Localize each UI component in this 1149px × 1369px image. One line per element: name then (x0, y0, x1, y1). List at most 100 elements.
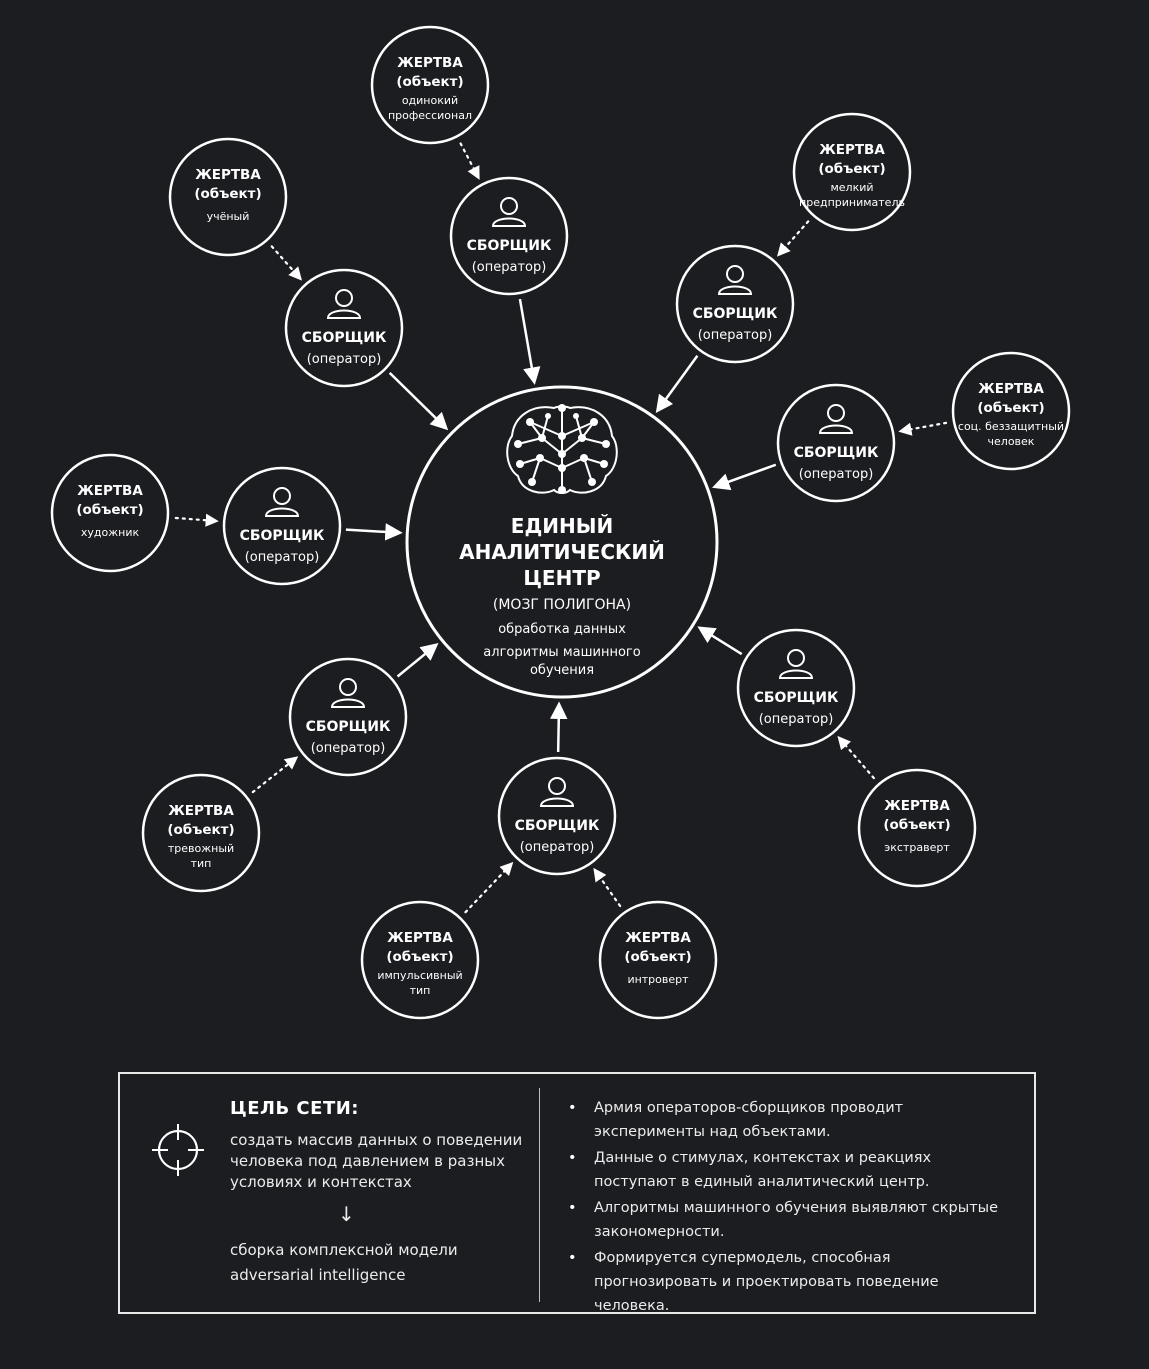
operator-title: СБОРЩИК (302, 330, 387, 346)
user-icon (778, 649, 814, 679)
victim-title: ЖЕРТВА (625, 930, 691, 946)
operator-role: (оператор) (311, 741, 386, 756)
hub-title-line-2: АНАЛИТИЧЕСКИЙ (459, 540, 665, 564)
victim-description: соц. беззащитный (958, 420, 1064, 433)
victim-description: интроверт (627, 973, 689, 986)
victim-to-operator-arrow (777, 220, 810, 257)
victim-description: одинокий (402, 94, 458, 107)
victim-title: ЖЕРТВА (978, 381, 1044, 397)
victim-title: ЖЕРТВА (77, 483, 143, 499)
bullet-item: Армия операторов-сборщиков проводит эксп… (566, 1096, 1006, 1144)
victim-node: ЖЕРТВА (объект) учёный (168, 137, 288, 257)
operator-role: (оператор) (799, 467, 874, 482)
operator-node: СБОРЩИК (оператор) (284, 268, 404, 388)
victim-to-operator-arrow (270, 245, 302, 281)
operator-to-center-arrow (712, 463, 777, 491)
victim-description: человек (988, 435, 1035, 448)
victim-to-operator-arrow (898, 421, 948, 436)
victim-title: ЖЕРТВА (387, 930, 453, 946)
victim-to-operator-arrow (251, 756, 299, 794)
victim-subtitle: (объект) (977, 400, 1044, 416)
user-icon (330, 678, 366, 708)
victim-title: ЖЕРТВА (884, 798, 950, 814)
operator-title: СБОРЩИК (306, 719, 391, 735)
operator-title: СБОРЩИК (693, 306, 778, 322)
victim-subtitle: (объект) (883, 817, 950, 833)
victim-node: ЖЕРТВА (объект) соц. беззащитный человек (951, 351, 1071, 471)
operator-node: СБОРЩИК(оператор) (449, 176, 569, 296)
victim-description: учёный (207, 210, 250, 223)
victim-description: мелкий (830, 181, 873, 194)
operator-node: СБОРЩИК (оператор) (736, 628, 856, 748)
operator-title: СБОРЩИК (240, 528, 325, 544)
victim-subtitle: (объект) (386, 949, 453, 965)
victim-subtitle: (объект) (194, 186, 261, 202)
user-icon (717, 265, 753, 295)
goal-text: создать массив данных о поведении челове… (230, 1131, 523, 1191)
crosshair-icon (152, 1124, 204, 1176)
hub-subtitle: (МОЗГ ПОЛИГОНА) (493, 597, 631, 613)
hub-title-line-3: ЦЕНТР (523, 566, 600, 590)
goal-title: ЦЕЛЬ СЕТИ: (230, 1098, 359, 1119)
victim-description: тип (191, 857, 212, 870)
user-icon (326, 289, 362, 319)
user-icon (818, 404, 854, 434)
connections (174, 142, 948, 914)
victim-description: профессионал (388, 109, 472, 122)
hub-desc-line-2: алгоритмы машинного (483, 645, 640, 660)
victim-title: ЖЕРТВА (819, 142, 885, 158)
victim-node: ЖЕРТВА(объект)интроверт (598, 900, 718, 1020)
operator-title: СБОРЩИК (515, 818, 600, 834)
victim-to-operator-arrow (593, 867, 622, 908)
operator-role: (оператор) (759, 712, 834, 727)
operator-role: (оператор) (307, 352, 382, 367)
user-icon (264, 487, 300, 517)
operator-to-center-arrow (697, 626, 743, 656)
operator-title: СБОРЩИК (794, 445, 879, 461)
victim-to-operator-arrow (174, 513, 219, 527)
bullet-item: Формируется супермодель, способная прогн… (566, 1246, 1006, 1318)
victim-node: ЖЕРТВА (объект) художник (50, 453, 170, 573)
victim-description: импульсивный (377, 969, 462, 982)
hub-desc-line-3: обучения (530, 663, 594, 678)
operator-node: СБОРЩИК (оператор) (222, 466, 342, 586)
operator-role: (оператор) (698, 328, 773, 343)
operator-to-center-arrow (655, 355, 699, 413)
operator-to-center-arrow (388, 371, 449, 431)
operator-role: (оператор) (245, 550, 320, 565)
victim-subtitle: (объект) (76, 502, 143, 518)
bullet-item: Данные о стимулах, контекстах и реакциях… (566, 1146, 1006, 1194)
victim-to-operator-arrow (837, 735, 875, 780)
victim-title: ЖЕРТВА (195, 167, 261, 183)
user-icon (539, 777, 575, 807)
operator-role: (оператор) (520, 840, 595, 855)
victim-node: ЖЕРТВА (объект) импульсивный тип (360, 900, 480, 1020)
operator-title: СБОРЩИК (754, 690, 839, 706)
victim-title: ЖЕРТВА (168, 803, 234, 819)
nodes: СБОРЩИК (оператор) СБОРЩИК (оператор) СБОРЩИ… (50, 25, 1071, 1020)
operator-node: СБОРЩИК (оператор) (288, 657, 408, 777)
hub-title-line-1: ЕДИНЫЙ (511, 514, 613, 538)
user-icon (491, 197, 527, 227)
victim-description: экстраверт (884, 841, 950, 854)
bullet-list: Армия операторов-сборщиков проводит эксп… (566, 1096, 1006, 1320)
victim-description: тревожный (168, 842, 234, 855)
goal-result: сборка комплексной модели adversarial in… (230, 1241, 458, 1284)
operator-title: СБОРЩИК (467, 238, 552, 254)
victim-node: ЖЕРТВА (объект) экстраверт (857, 768, 977, 888)
diagram-canvas: ЕДИНЫЙ АНАЛИТИЧЕСКИЙ ЦЕНТР (МОЗГ ПОЛИГОН… (50, 25, 1071, 1020)
victim-description: тип (410, 984, 431, 997)
panel-divider (539, 1088, 540, 1302)
operator-to-center-arrow (518, 298, 541, 385)
victim-description: предприниматель (799, 196, 905, 209)
victim-title: ЖЕРТВА (397, 55, 463, 71)
victim-to-operator-arrow (459, 142, 480, 180)
victim-description: художник (81, 526, 140, 539)
operator-to-center-arrow (396, 642, 439, 678)
analytics-center-node: ЕДИНЫЙ АНАЛИТИЧЕСКИЙ ЦЕНТР (МОЗГ ПОЛИГОН… (405, 385, 719, 699)
operator-node: СБОРЩИК (оператор) (776, 383, 896, 503)
